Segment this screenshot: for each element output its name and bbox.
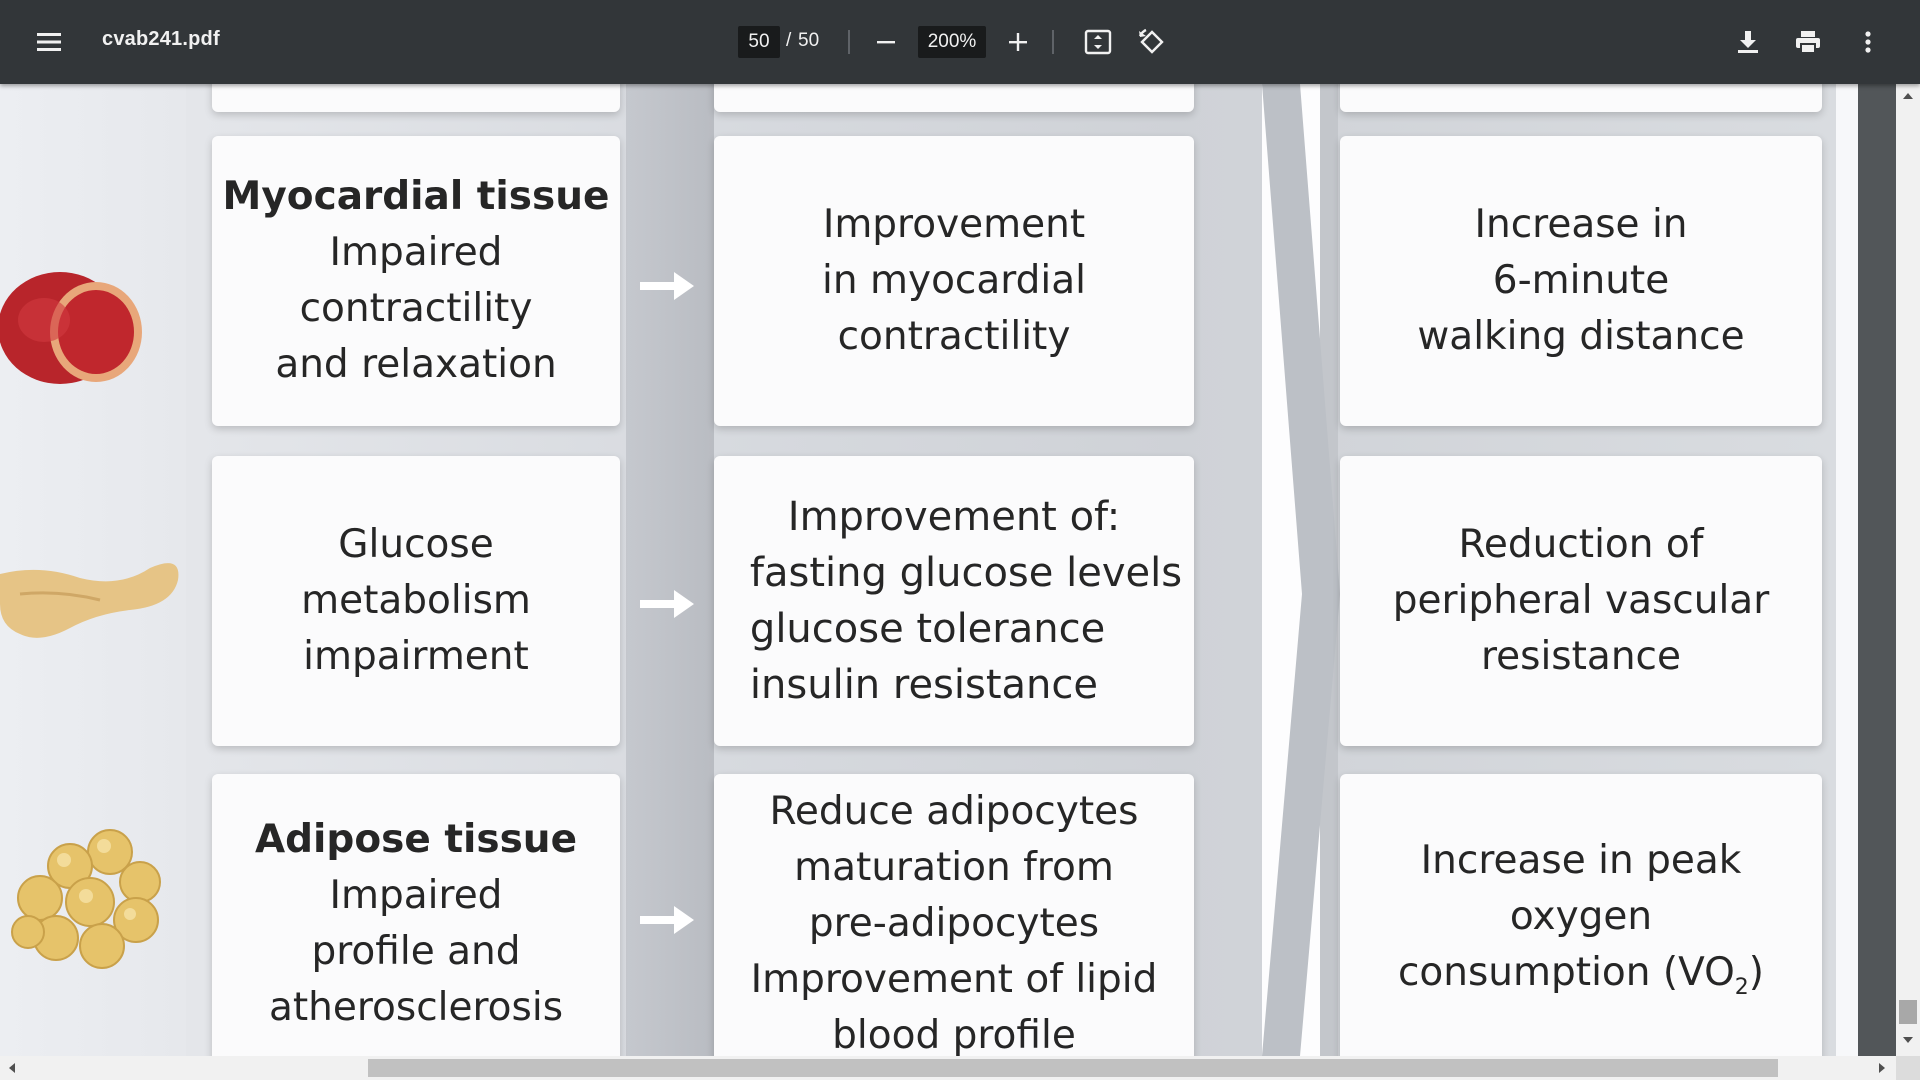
page-separator: / [786, 30, 792, 51]
toolbar-divider [1052, 30, 1054, 54]
cause-card: Adipose tissue Impaired profile and athe… [212, 774, 620, 1056]
outcome-subscript: 2 [1734, 974, 1749, 1000]
rotate-icon[interactable] [1132, 22, 1172, 62]
print-icon[interactable] [1788, 22, 1828, 62]
outcome-line: oxygen [1509, 893, 1653, 939]
outcome-card: Increase in peak oxygen consumption (VO2… [1340, 774, 1822, 1056]
effect-card: Reduce adipocytes maturation from pre-ad… [714, 774, 1194, 1056]
menu-icon[interactable] [26, 22, 74, 62]
effect-text: Improvement in myocardial contractility [822, 202, 1086, 359]
outcome-line-end: ) [1748, 949, 1765, 995]
download-icon[interactable] [1728, 22, 1768, 62]
cause-text: Glucose metabolism impairment [301, 522, 531, 679]
scroll-down-icon[interactable] [1900, 1032, 1916, 1048]
effect-text: Reduce adipocytes maturation from pre-ad… [750, 789, 1158, 1056]
vertical-scrollbar[interactable] [1896, 84, 1920, 1056]
page-number-input[interactable]: 50 [738, 26, 780, 58]
horizontal-scroll-thumb[interactable] [368, 1059, 1778, 1077]
toolbar-divider [848, 30, 850, 54]
outcome-text: Reduction of peripheral vascular resista… [1392, 522, 1770, 679]
scroll-up-icon[interactable] [1900, 88, 1916, 104]
effect-card: Improvement of: fasting glucose levels g… [714, 456, 1194, 746]
outcome-card: Increase in 6-minute walking distance [1340, 136, 1822, 426]
figure-arrow-band [626, 84, 714, 1056]
outcome-text: Increase in 6-minute walking distance [1417, 202, 1745, 359]
partial-card [1340, 84, 1822, 112]
effect-card: Improvement in myocardial contractility [714, 136, 1194, 426]
vertical-scroll-thumb[interactable] [1899, 1000, 1917, 1024]
scroll-right-icon[interactable] [1874, 1060, 1890, 1076]
outcome-card: Reduction of peripheral vascular resista… [1340, 456, 1822, 746]
heart-icon [0, 272, 142, 384]
cause-heading: Adipose tissue [254, 817, 578, 862]
cause-heading: Myocardial tissue [222, 174, 610, 219]
outcome-line: Increase in peak [1420, 837, 1742, 883]
outcome-line: consumption (VO [1397, 949, 1735, 995]
effect-heading: Improvement of: [787, 494, 1121, 540]
scrollbar-corner [1896, 1056, 1920, 1080]
chevron-shape [1262, 84, 1340, 1056]
cause-card: Glucose metabolism impairment [212, 456, 620, 746]
cause-text: Impaired profile and atherosclerosis [268, 873, 564, 1030]
effect-text: fasting glucose levels glucose tolerance… [749, 550, 1183, 708]
page-right-margin [1836, 84, 1858, 1056]
scroll-left-icon[interactable] [4, 1060, 20, 1076]
document-title: cvab241.pdf [102, 28, 220, 50]
zoom-level-input[interactable]: 200% [918, 26, 986, 58]
zoom-out-icon[interactable] [866, 22, 906, 62]
cause-card: Myocardial tissue Impaired contractility… [212, 136, 620, 426]
zoom-in-icon[interactable] [998, 22, 1038, 62]
partial-card [212, 84, 620, 112]
page-total: 50 [798, 30, 820, 51]
fit-page-icon[interactable] [1078, 22, 1118, 62]
adipose-icon [11, 829, 161, 969]
pdf-toolbar: cvab241.pdf 50 / 50 200% [0, 0, 1920, 84]
pancreas-icon [0, 563, 179, 638]
arrow-right-icon [640, 590, 694, 618]
more-vert-icon[interactable] [1848, 22, 1888, 62]
pdf-viewport[interactable]: Myocardial tissue Impaired contractility… [0, 84, 1920, 1080]
arrow-right-icon [640, 906, 694, 934]
partial-card [714, 84, 1194, 112]
arrow-right-icon [640, 272, 694, 300]
cause-text: Impaired contractility and relaxation [275, 230, 557, 387]
pdf-page: Myocardial tissue Impaired contractility… [0, 84, 1858, 1056]
